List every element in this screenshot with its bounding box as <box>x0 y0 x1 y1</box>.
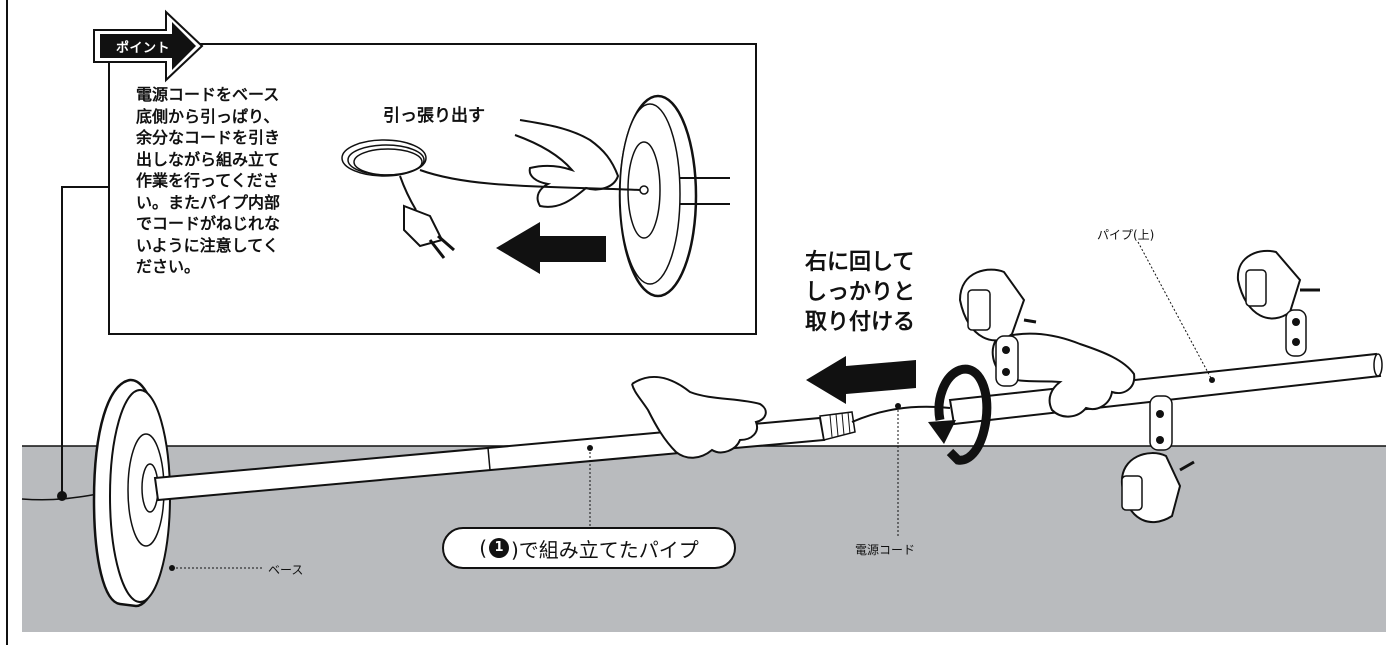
lamp-head-bottom <box>1120 395 1195 524</box>
pull-out-label: 引っ張り出す <box>383 106 485 126</box>
pipe-upper-label: パイプ(上) <box>1097 228 1155 242</box>
instruction-line: 底側から引っぱり、 <box>136 106 280 126</box>
rotate-line: しっかりと <box>805 280 916 305</box>
paren-open: ( <box>479 536 487 560</box>
lamp-head-right <box>1236 249 1320 357</box>
point-tag-label: ポイント <box>116 41 171 56</box>
assembled-pipe-label: ( 1 )で組み立てたパイプ <box>442 527 736 569</box>
rotate-line: 取り付ける <box>805 310 916 335</box>
direction-arrow <box>806 356 916 404</box>
instruction-line: 作業を行ってくださ <box>136 171 279 190</box>
instruction-line: いように注意してく <box>136 235 279 255</box>
inset-base-illustration <box>341 94 730 298</box>
lamp-head-left <box>958 268 1037 387</box>
instruction-line: でコードがねじれな <box>136 214 281 233</box>
leader-line <box>61 186 109 496</box>
instruction-line: 出しながら組み立て <box>136 149 281 169</box>
dotted-leaders <box>172 241 1213 569</box>
base-disc <box>92 378 175 608</box>
instruction-line: 余分なコードを引き <box>136 128 281 147</box>
instruction-line: い。またパイプ内部 <box>136 192 281 212</box>
step-number-badge: 1 <box>489 538 509 558</box>
instruction-line: 電源コードをベース <box>136 85 280 104</box>
power-cord-label: 電源コード <box>855 543 916 557</box>
rotate-instruction: 右に回して しっかりと 取り付ける <box>805 248 915 338</box>
point-instructions: 電源コードをベース 底側から引っぱり、 余分なコードを引き 出しながら組み立て … <box>136 84 336 278</box>
assembled-pipe-text: )で組み立てたパイプ <box>511 537 699 562</box>
lower-pipe <box>153 376 856 502</box>
upper-pipe <box>928 332 1383 465</box>
base-label: ベース <box>268 563 304 577</box>
rotate-line: 右に回して <box>805 250 915 275</box>
instruction-line: ださい。 <box>136 257 201 276</box>
